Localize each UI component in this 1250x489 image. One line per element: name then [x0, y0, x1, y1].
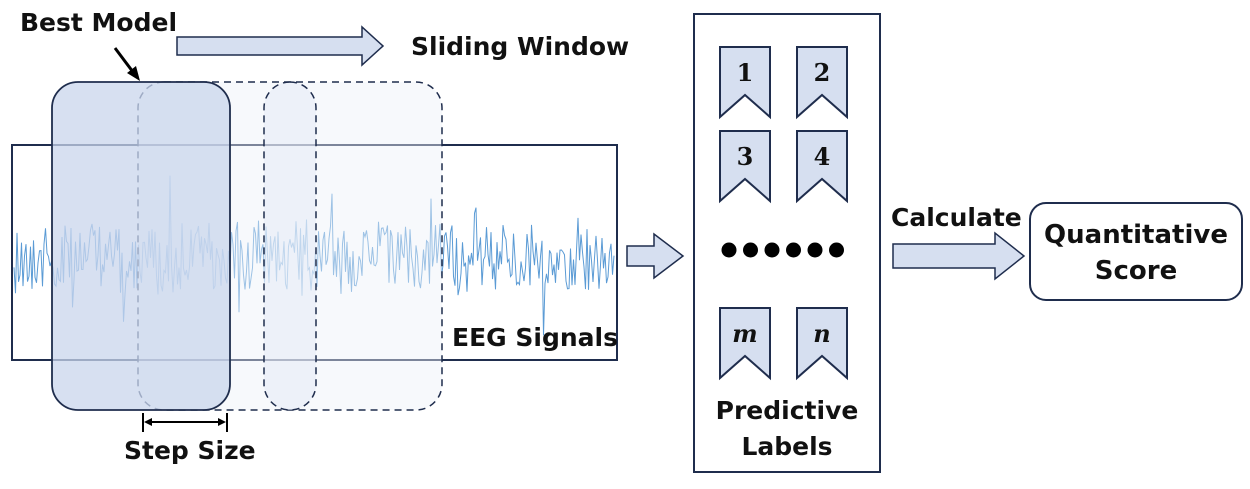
- best-model-pointer: [113, 47, 135, 73]
- label-tag: [796, 307, 848, 381]
- label-tag-text: 4: [814, 142, 831, 171]
- label-tag: [796, 46, 848, 120]
- step-size-right-head: [218, 418, 226, 426]
- ellipsis-dot: [743, 242, 758, 258]
- quantitative-score-box: [1029, 202, 1243, 301]
- best-model-pointer-head: [127, 66, 140, 81]
- best-model-window: [51, 81, 231, 411]
- sliding-window-label: Sliding Window: [411, 32, 630, 61]
- sliding-window-arrow: [176, 25, 385, 67]
- label-tag: [719, 307, 771, 381]
- predictive-labels-box: [693, 13, 881, 473]
- label-tag-text: n: [813, 319, 830, 348]
- to-labels-arrow: [626, 232, 685, 280]
- label-tag: [719, 130, 771, 204]
- tag-group: 1 2 3 4 m n: [719, 46, 848, 381]
- label-tag-text: m: [732, 319, 757, 348]
- ellipsis-dots: [721, 242, 844, 258]
- best-model-label: Best Model: [20, 8, 178, 37]
- score-label-line2: Score: [1094, 256, 1178, 286]
- step-size-left-head: [144, 418, 152, 426]
- label-tag: [719, 46, 771, 120]
- step-size-label: Step Size: [124, 436, 256, 465]
- ellipsis-dot: [721, 242, 737, 258]
- score-label-line1: Quantitative: [1044, 220, 1228, 250]
- ellipsis-dot: [829, 242, 844, 258]
- predictive-labels-line2: Labels: [741, 432, 833, 461]
- calculate-arrow: [892, 231, 1026, 281]
- calculate-label: Calculate: [891, 203, 1022, 232]
- eeg-signals-label: EEG Signals: [452, 323, 618, 352]
- label-tag-text: 1: [737, 58, 754, 87]
- sliding-window-2: [263, 81, 317, 411]
- ellipsis-dot: [786, 242, 801, 258]
- predictive-labels-line1: Predictive: [715, 396, 859, 425]
- label-tag: [796, 130, 848, 204]
- label-tag-text: 2: [814, 58, 831, 87]
- label-tag-text: 3: [737, 142, 754, 171]
- ellipsis-dot: [807, 242, 823, 258]
- ellipsis-dot: [764, 242, 780, 258]
